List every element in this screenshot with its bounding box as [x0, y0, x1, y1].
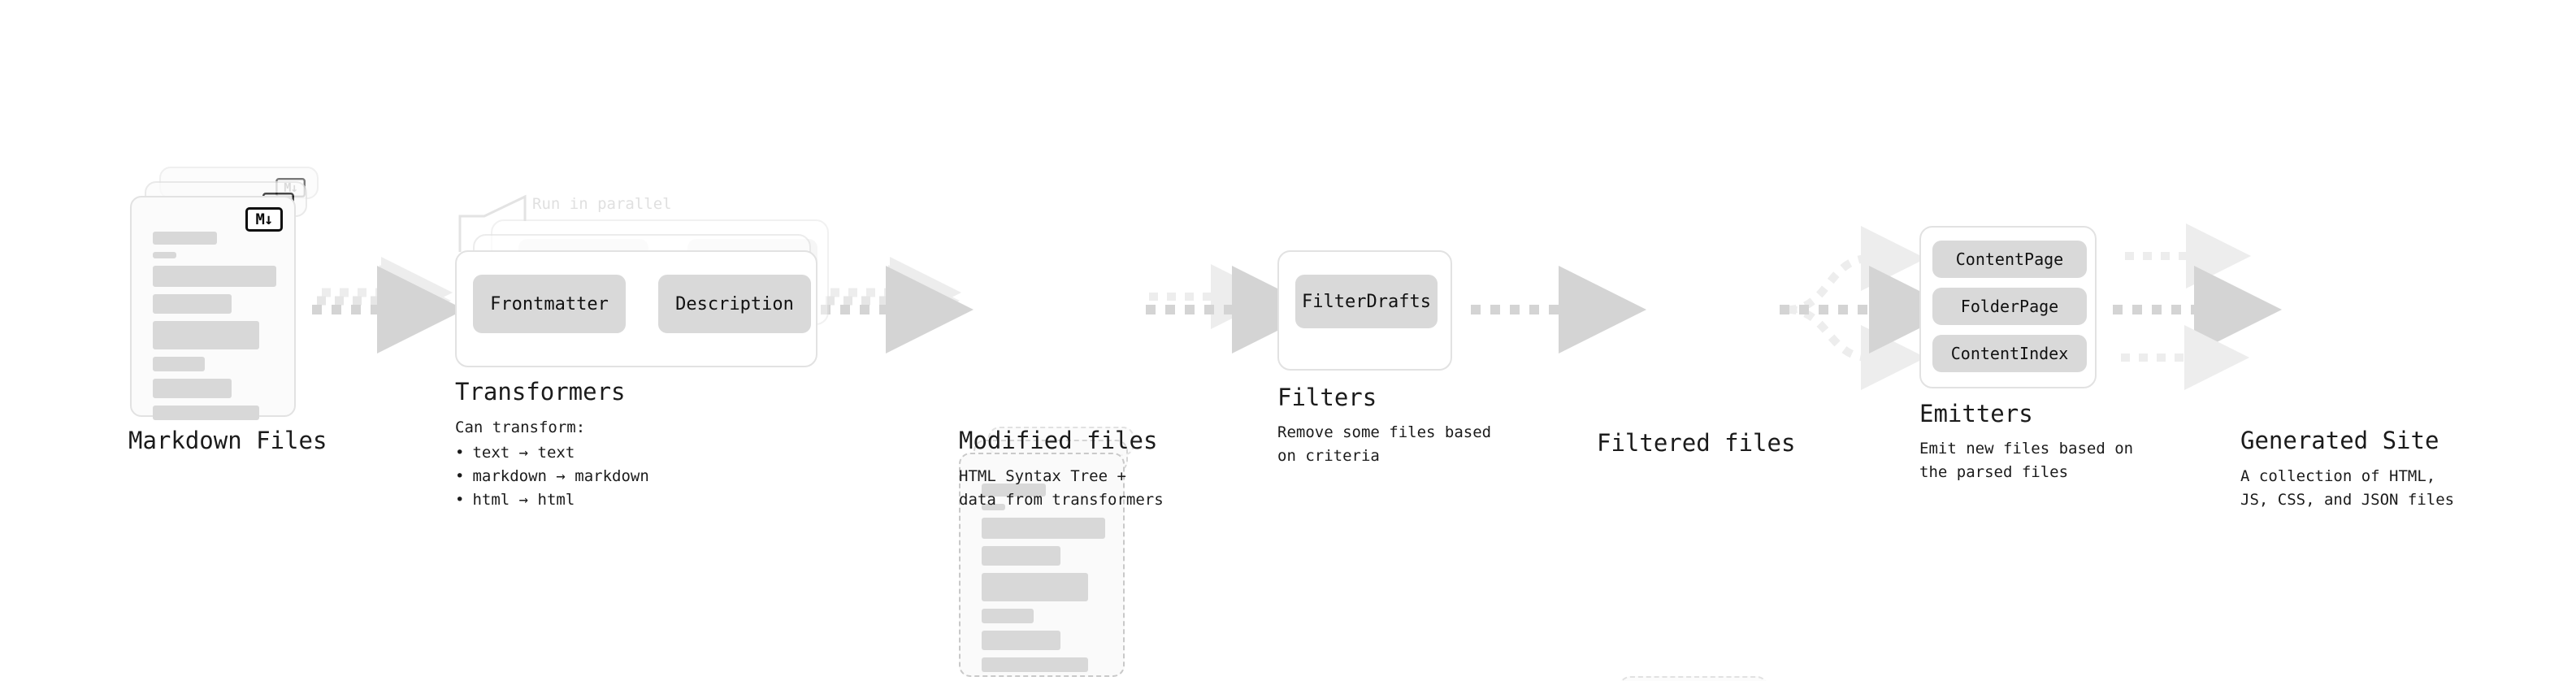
stage-title-markdown-files: Markdown Files: [128, 427, 327, 454]
card-placeholder-lines: [153, 232, 276, 427]
filter-chip-filterdrafts[interactable]: FilterDrafts: [1295, 275, 1438, 328]
markdown-icon: M↓: [245, 207, 283, 232]
transformer-chip-description[interactable]: Description: [658, 275, 811, 333]
transform-rule: markdown → markdown: [455, 465, 648, 488]
stage-filters: FilterDrafts: [1277, 250, 1452, 372]
modified-card-front: [959, 453, 1125, 677]
connector-modified-to-filters: [1146, 264, 1320, 354]
stage-subtitle-modified-files: HTML Syntax Tree + data from transformer…: [959, 467, 1164, 509]
filters-box: FilterDrafts: [1277, 250, 1452, 371]
emitters-box: ContentPage FolderPage ContentIndex: [1919, 226, 2097, 388]
stage-title-filtered-files: Filtered files: [1597, 429, 1796, 457]
stage-subtitle-filters: Remove some files based on criteria: [1277, 423, 1492, 465]
filtered-card-back-1: [1619, 676, 1768, 681]
stage-filtered-files: [1599, 676, 1794, 681]
stage-title-generated-site: Generated Site: [2240, 427, 2439, 454]
connector-filtered-to-emitters: [1780, 226, 1957, 390]
emitter-chip-contentindex[interactable]: ContentIndex: [1932, 335, 2087, 372]
stage-title-emitters: Emitters: [1919, 400, 2033, 427]
markdown-card-front: M↓: [130, 196, 296, 420]
stage-title-modified-files: Modified files: [959, 427, 1158, 454]
connector-emitters-to-site: [2113, 223, 2282, 390]
stage-title-transformers: Transformers: [455, 378, 626, 406]
card-placeholder-lines: [982, 484, 1105, 679]
transformers-capabilities: Can transform: text → text markdown → ma…: [455, 416, 649, 512]
stage-subtitle-generated-site: A collection of HTML, JS, CSS, and JSON …: [2240, 467, 2455, 509]
transform-rule: html → html: [455, 488, 649, 512]
transformer-chip-frontmatter[interactable]: Frontmatter: [473, 275, 626, 333]
emitter-chip-contentpage[interactable]: ContentPage: [1932, 241, 2087, 278]
emitter-chip-folderpage[interactable]: FolderPage: [1932, 288, 2087, 325]
stage-markdown-files: M↓ M↓ M↓: [130, 167, 325, 420]
stage-title-filters: Filters: [1277, 384, 1377, 411]
run-in-parallel-label: Run in parallel: [532, 195, 672, 213]
stage-emitters: ContentPage FolderPage ContentIndex: [1919, 226, 2098, 388]
stage-modified-files: [959, 427, 1154, 677]
stage-subtitle-emitters: Emit new files based on the parsed files: [1919, 440, 2134, 481]
transformers-caption: Can transform:: [455, 419, 586, 436]
stage-transformers: Frontmatter Description: [455, 219, 837, 367]
transform-rule: text → text: [455, 441, 649, 465]
transformers-box-front: Frontmatter Description: [455, 250, 817, 367]
